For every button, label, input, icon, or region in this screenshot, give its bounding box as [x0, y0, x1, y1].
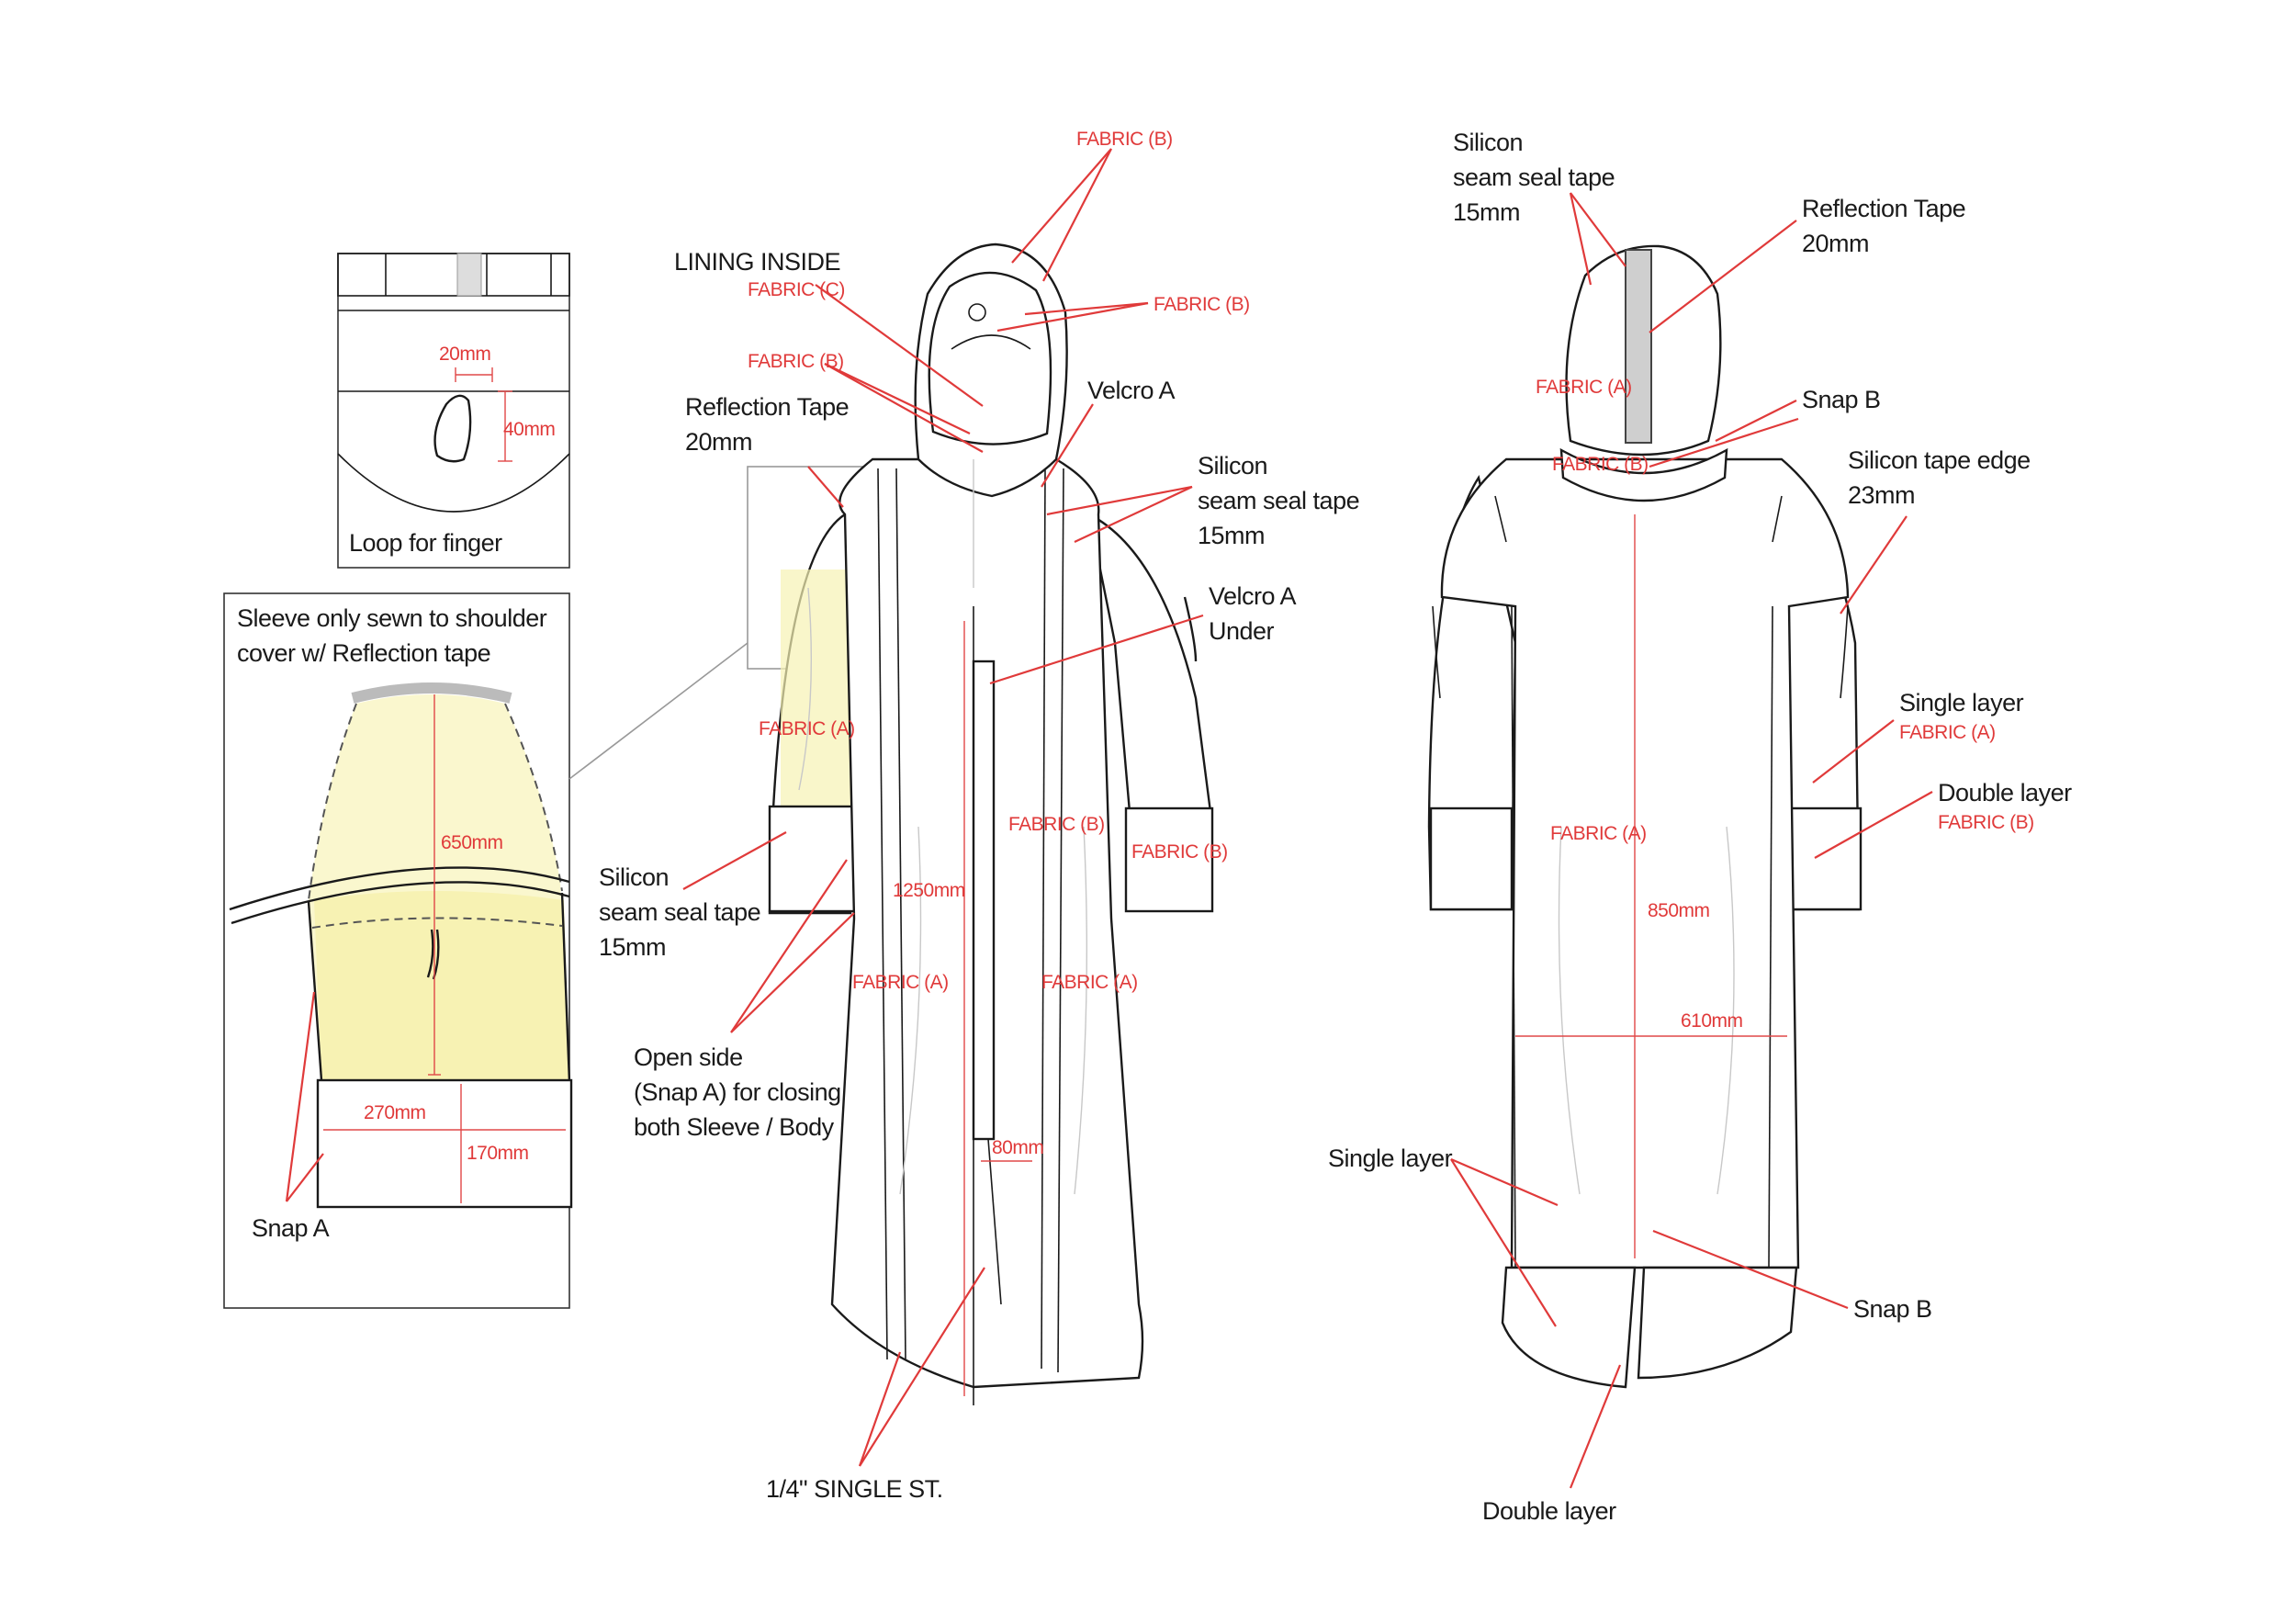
back-fabric-b-collar: FABRIC (B) — [1552, 454, 1649, 475]
front-fabric-a-right: FABRIC (A) — [1041, 972, 1138, 993]
velcro-under-1: Velcro A — [1209, 582, 1297, 610]
front-fabric-b-cuff: FABRIC (B) — [1131, 841, 1228, 863]
back-width-dim: 610mm — [1681, 1010, 1743, 1032]
back-length-dim: 850mm — [1648, 900, 1710, 921]
back-silicon-edge-1: Silicon tape edge — [1848, 446, 2031, 474]
front-silicon-l-3: 15mm — [599, 933, 666, 961]
sleeve-length-dim: 650mm — [441, 832, 503, 853]
lining-inside-label: LINING INSIDE — [674, 248, 840, 276]
stitch-label: 1/4" SINGLE ST. — [766, 1475, 943, 1503]
snap-a-label: Snap A — [252, 1214, 330, 1242]
open-side-2: (Snap A) for closing — [634, 1078, 841, 1106]
front-fabric-b-body: FABRIC (B) — [1008, 814, 1105, 835]
loop-label: Loop for finger — [349, 529, 502, 557]
back-silicon-2: seam seal tape — [1453, 164, 1615, 191]
front-silicon-l-2: seam seal tape — [599, 898, 760, 926]
loop-width-dim: 20mm — [439, 344, 490, 365]
front-fabric-b-hood: FABRIC (B) — [1154, 294, 1250, 315]
front-silicon-l-1: Silicon — [599, 863, 669, 891]
front-view: FABRIC (B) FABRIC (B) LINING INSIDE FABR… — [599, 129, 1360, 1503]
sleeve-detail-box: Sleeve only sewn to shoulder cover w/ Re… — [223, 592, 573, 1309]
placket-dim: 80mm — [992, 1137, 1043, 1158]
back-snap-b-top: Snap B — [1802, 386, 1881, 413]
back-fabric-a-body: FABRIC (A) — [1550, 823, 1647, 844]
front-silicon-r-1: Silicon — [1198, 452, 1267, 479]
back-single-layer-low: Single layer — [1328, 1145, 1453, 1172]
velcro-under-2: Under — [1209, 617, 1275, 645]
front-reflection-label-2: 20mm — [685, 428, 752, 456]
front-reflection-label-1: Reflection Tape — [685, 393, 849, 421]
front-fabric-b-hoodline: FABRIC (B) — [748, 351, 844, 372]
sleeve-detail-title-1: Sleeve only sewn to shoulder — [237, 604, 547, 632]
back-reflection-2: 20mm — [1802, 230, 1869, 257]
back-single-layer: Single layer — [1899, 689, 2024, 716]
back-double-layer: Double layer — [1938, 779, 2072, 806]
front-fabric-c: FABRIC (C) — [748, 279, 845, 300]
back-single-fabric: FABRIC (A) — [1899, 722, 1996, 743]
front-length-dim: 1250mm — [893, 880, 965, 901]
front-fabric-b-top: FABRIC (B) — [1076, 129, 1173, 150]
loop-height-dim: 40mm — [503, 419, 555, 440]
back-snap-b-low: Snap B — [1853, 1295, 1932, 1323]
back-silicon-3: 15mm — [1453, 198, 1520, 226]
back-reflection-1: Reflection Tape — [1802, 195, 1965, 222]
open-side-1: Open side — [634, 1043, 743, 1071]
front-silicon-r-2: seam seal tape — [1198, 487, 1359, 514]
cuff-height-dim: 170mm — [467, 1143, 529, 1164]
front-silicon-r-3: 15mm — [1198, 522, 1265, 549]
front-fabric-a-sleeve: FABRIC (A) — [759, 718, 855, 739]
open-side-3: both Sleeve / Body — [634, 1113, 835, 1141]
back-view: Silicon seam seal tape 15mm Reflection T… — [1328, 129, 2073, 1525]
cuff-width-dim: 270mm — [364, 1102, 426, 1123]
sleeve-detail-title-2: cover w/ Reflection tape — [237, 639, 490, 667]
back-double-layer-low: Double layer — [1482, 1497, 1616, 1525]
back-silicon-1: Silicon — [1453, 129, 1523, 156]
back-double-fabric: FABRIC (B) — [1938, 812, 2034, 833]
velcro-a-label: Velcro A — [1087, 377, 1176, 404]
front-fabric-a-left: FABRIC (A) — [852, 972, 949, 993]
back-silicon-edge-2: 23mm — [1848, 481, 1915, 509]
loop-detail-box: 20mm 40mm Loop for finger — [337, 253, 570, 569]
back-fabric-a-hood: FABRIC (A) — [1536, 377, 1632, 398]
